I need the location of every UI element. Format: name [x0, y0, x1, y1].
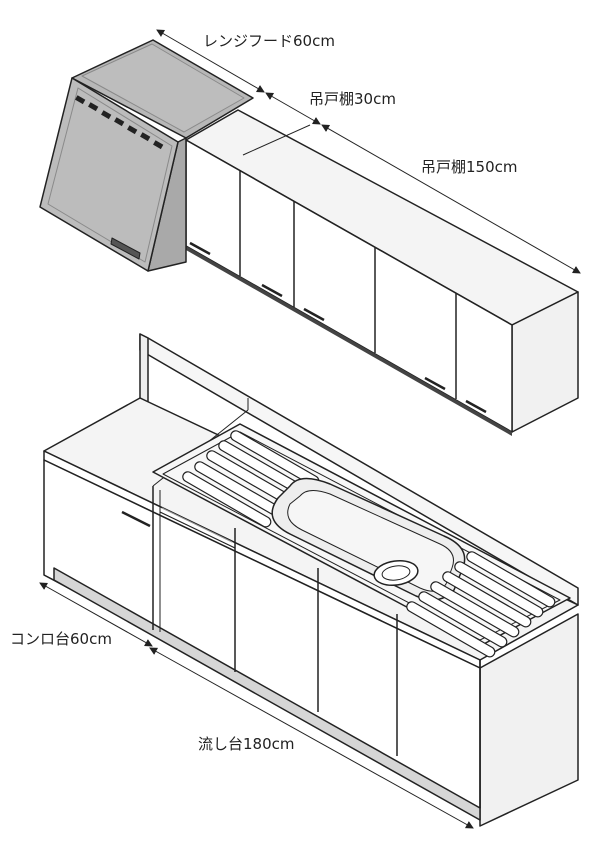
wall-cabinet-handles [189, 241, 487, 414]
stove-counter-label: コンロ台60cm [10, 630, 112, 648]
sink-counter-dimension-arrow [149, 647, 474, 829]
wall-cabinet-150-dimension-arrow [321, 124, 581, 274]
range-hood-controls [110, 237, 141, 260]
dimension-arrows [39, 29, 581, 829]
sink-top [152, 423, 571, 658]
range-hood [39, 39, 254, 272]
wall-cabinet-30-label: 吊戸棚30cm [309, 90, 396, 108]
range-hood-dimension-arrow [156, 29, 265, 93]
drainboard-left [182, 430, 320, 528]
wall-cabinet-150-label: 吊戸棚150cm [421, 158, 518, 176]
range-hood-vent [75, 95, 164, 150]
wall-cabinet-30-dimension-arrow [265, 92, 321, 125]
sink-counter-label: 流し台180cm [198, 735, 295, 753]
range-hood-front [39, 77, 179, 272]
stove-counter-dimension-arrow [39, 582, 153, 647]
drainboard-right [406, 551, 556, 658]
range-hood-label: レンジフード60cm [203, 32, 335, 50]
